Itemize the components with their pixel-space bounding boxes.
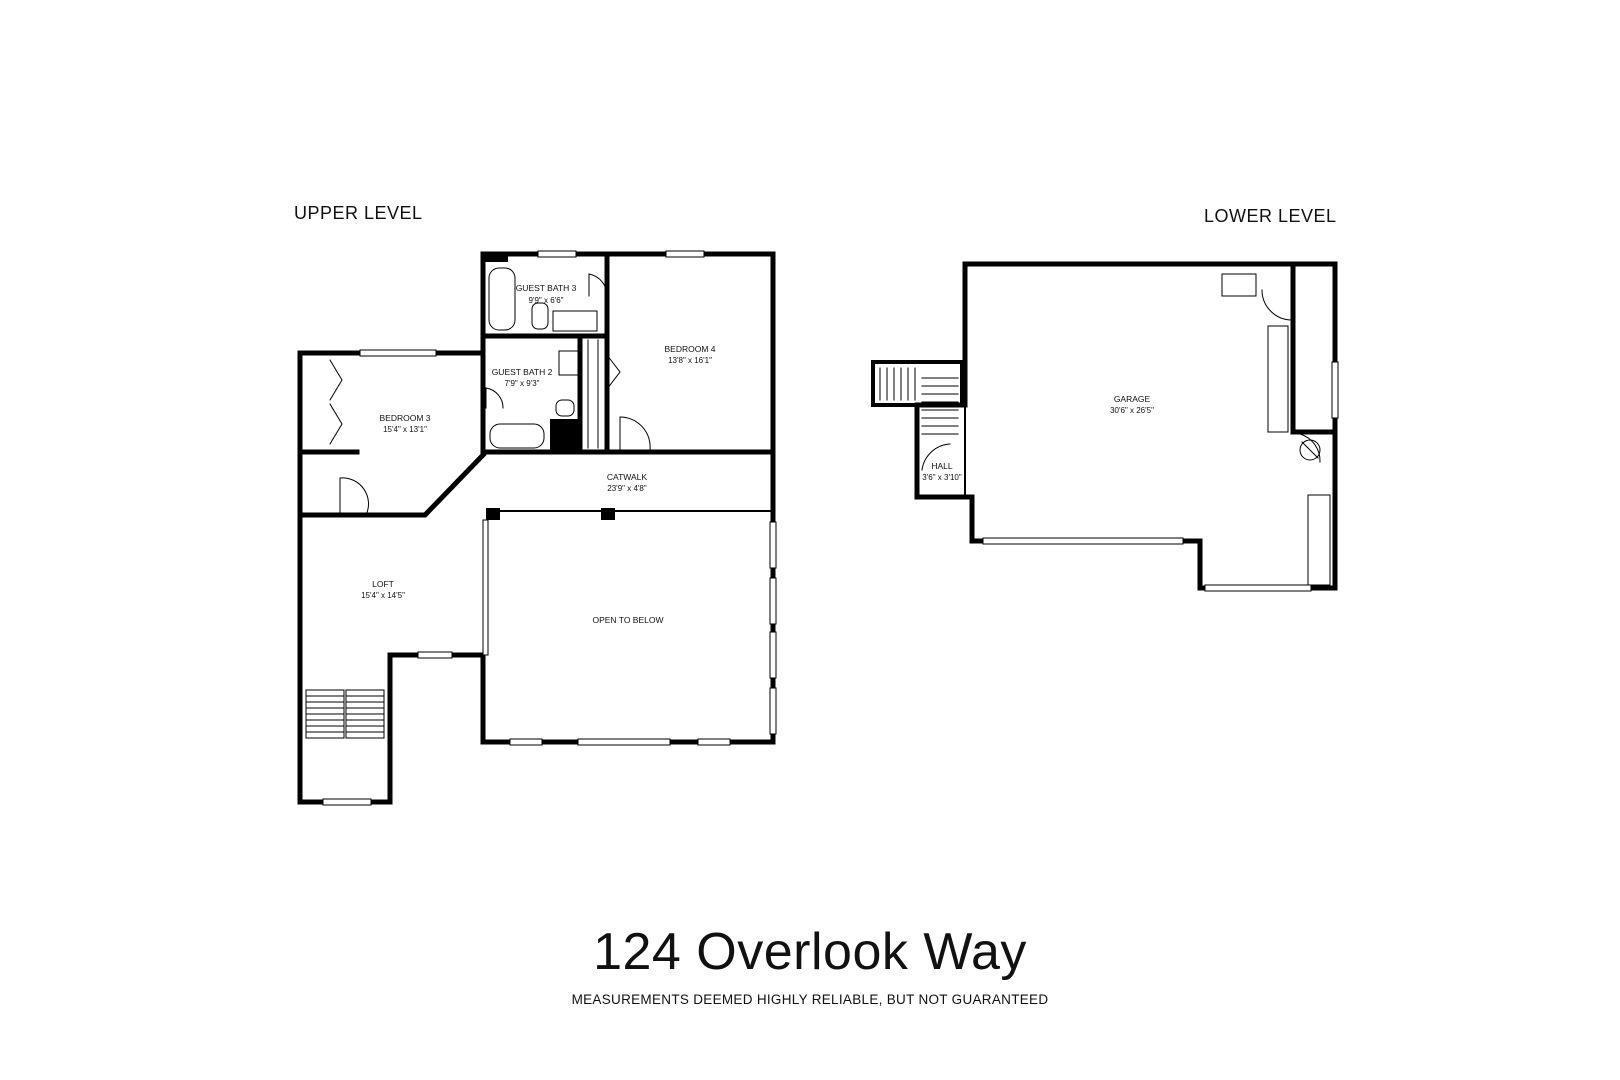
lower-level-walls (914, 261, 1338, 591)
room-dims-guest-bath-2: 7'9" x 9'3" (505, 379, 540, 388)
measurement-disclaimer: MEASUREMENTS DEEMED HIGHLY RELIABLE, BUT… (571, 992, 1049, 1007)
room-name-open-to-below: OPEN TO BELOW (592, 615, 663, 625)
room-name-catwalk: CATWALK (607, 472, 647, 482)
property-address: 124 Overlook Way (593, 923, 1027, 981)
room-dims-loft: 15'4" x 14'5" (361, 591, 405, 600)
upper-wall-posts (482, 252, 615, 520)
upper-stairs (305, 689, 385, 739)
lower-stairs (871, 360, 964, 471)
room-name-bedroom-3: BEDROOM 3 (379, 413, 430, 423)
room-dims-bedroom-3: 15'4" x 13'1" (383, 425, 427, 434)
room-dims-garage: 30'6" x 26'5" (1110, 406, 1154, 415)
room-name-guest-bath-2: GUEST BATH 2 (492, 367, 553, 377)
room-name-hall: HALL (931, 461, 953, 471)
room-dims-bedroom-4: 13'8" x 16'1" (668, 356, 712, 365)
room-dims-guest-bath-3: 9'9" x 6'6" (529, 296, 564, 305)
lower-windows-doors (982, 273, 1339, 592)
room-dims-catwalk: 23'9" x 4'8" (607, 484, 647, 493)
upper-doors (329, 273, 651, 516)
room-name-bedroom-4: BEDROOM 4 (664, 344, 715, 354)
lower-level-label: LOWER LEVEL (1204, 206, 1337, 226)
room-labels: GUEST BATH 3 9'9" x 6'6" BEDROOM 4 13'8"… (361, 283, 1154, 625)
upper-fixtures (488, 267, 599, 449)
upper-level-label: UPPER LEVEL (294, 203, 423, 223)
room-dims-hall: 3'6" x 3'10" (922, 473, 962, 482)
room-name-loft: LOFT (372, 579, 394, 589)
room-name-guest-bath-3: GUEST BATH 3 (516, 283, 577, 293)
upper-windows (322, 250, 777, 806)
room-name-garage: GARAGE (1114, 394, 1151, 404)
